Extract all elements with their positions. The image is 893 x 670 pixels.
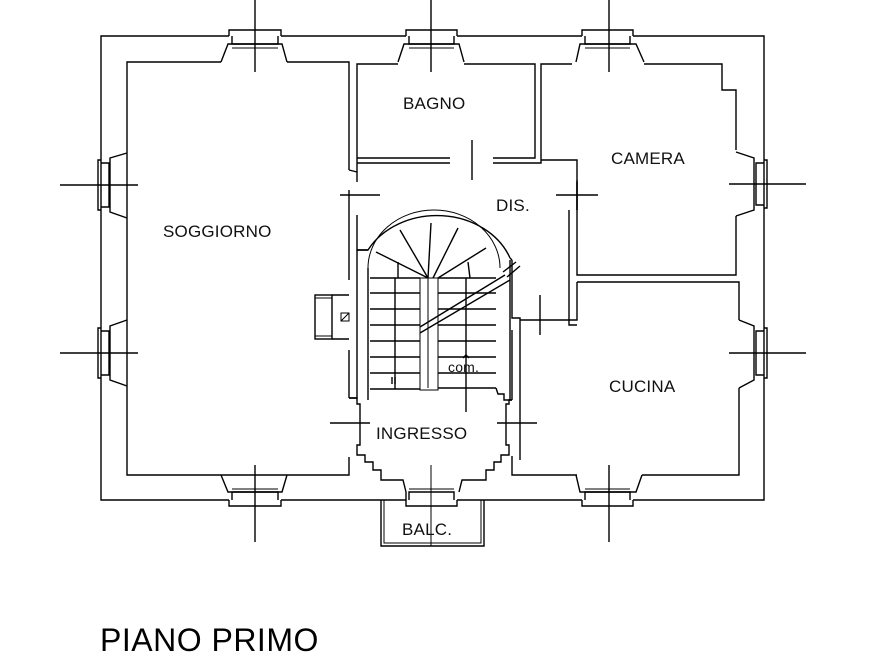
room-label-balc: BALC. — [402, 520, 453, 539]
window-axis-marks — [60, 0, 806, 542]
soggiorno-walls — [126, 61, 350, 476]
room-label-cucina: CUCINA — [609, 377, 676, 396]
window-top-left — [220, 29, 288, 63]
staircase — [349, 209, 521, 412]
room-label-soggiorno: SOGGIORNO — [163, 222, 272, 241]
plan-title: PIANO PRIMO — [100, 622, 319, 658]
ingresso-walls — [349, 397, 512, 546]
room-label-dis: DIS. — [496, 196, 530, 215]
balcony — [380, 500, 485, 547]
stair-label-com: com. — [448, 359, 480, 375]
cucina-walls — [511, 281, 740, 476]
dis-walls — [356, 172, 578, 251]
room-label-ingresso: INGRESSO — [376, 424, 468, 443]
window-bottom-left — [220, 474, 288, 507]
window-top-right — [575, 29, 645, 63]
window-bottom-right — [575, 474, 643, 507]
bagno-walls — [348, 63, 572, 173]
room-label-camera: CAMERA — [611, 149, 685, 168]
window-right-cucina — [738, 319, 768, 389]
outer-wall — [100, 35, 765, 501]
room-label-bagno: BAGNO — [403, 94, 466, 113]
chimney — [314, 294, 350, 340]
